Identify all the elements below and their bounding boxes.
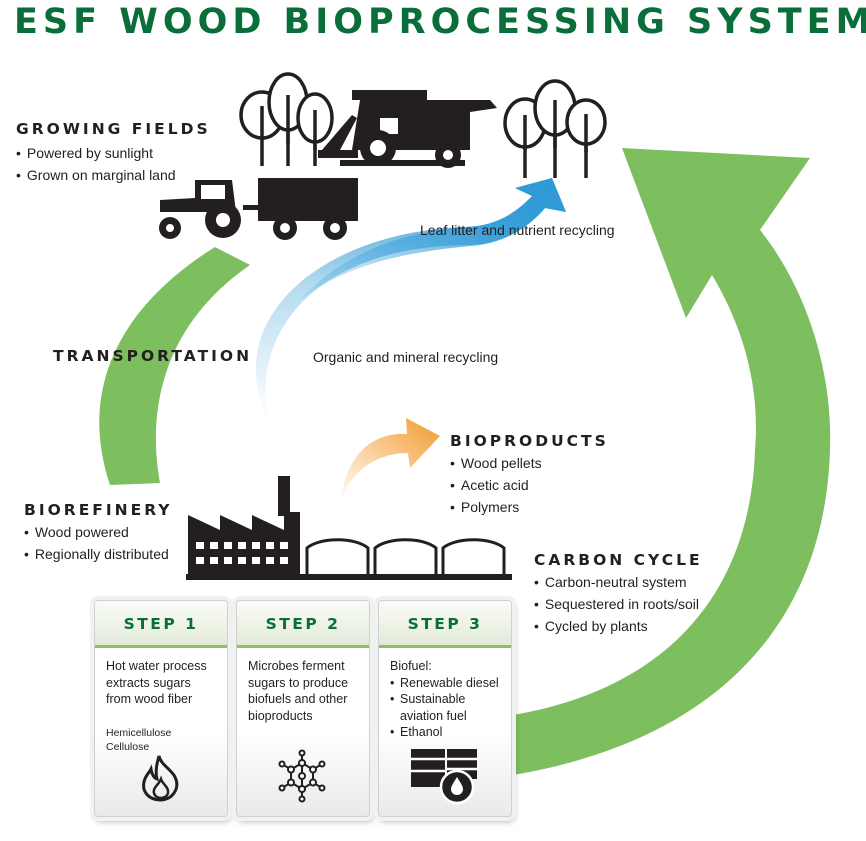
step-3-label: STEP 3 — [379, 601, 511, 648]
storage-tank-icon — [305, 538, 506, 575]
bioproducts-arrow — [340, 418, 440, 505]
list-item: Sustainable aviation fuel — [390, 691, 501, 724]
step-2-label: STEP 2 — [237, 601, 369, 648]
step-2-text: Microbes ferment sugars to produce biofu… — [248, 659, 349, 723]
tractor-trailer-icon — [159, 178, 358, 240]
list-item: Renewable diesel — [390, 675, 501, 692]
step-1-sublist: Hemicellulose Cellulose — [106, 726, 217, 754]
fire-icon — [142, 755, 179, 802]
step-3-card: STEP 3 Biofuel: Renewable diesel Sustain… — [378, 600, 512, 817]
transportation-heading: TRANSPORTATION — [53, 347, 253, 365]
fuel-barrel-icon — [411, 749, 477, 805]
bioproducts-heading: BIOPRODUCTS — [450, 432, 609, 450]
tree-icon — [503, 79, 607, 178]
carbon-cycle-arrow — [513, 148, 831, 775]
growing-fields-section: GROWING FIELDS Powered by sunlight Grown… — [16, 120, 211, 186]
transportation-arrow — [99, 247, 250, 485]
list-item: Hemicellulose — [106, 726, 172, 739]
growing-fields-heading: GROWING FIELDS — [16, 120, 211, 138]
growing-fields-list: Powered by sunlight Grown on marginal la… — [16, 142, 211, 186]
carbon-cycle-heading: CARBON CYCLE — [534, 551, 703, 569]
page-title: ESF WOOD BIOPROCESSING SYSTEM — [14, 2, 866, 42]
biorefinery-list: Wood powered Regionally distributed — [24, 521, 173, 565]
organic-mineral-note: Organic and mineral recycling — [313, 349, 499, 365]
list-item: Powered by sunlight — [16, 142, 211, 164]
list-item: Regionally distributed — [24, 543, 173, 565]
recycling-arrow-head — [300, 178, 566, 300]
carbon-cycle-section: CARBON CYCLE Carbon-neutral system Seque… — [534, 551, 703, 637]
list-item: Cellulose — [106, 740, 150, 753]
tree-icon — [239, 72, 334, 166]
ground-line — [186, 574, 512, 580]
bioproducts-section: BIOPRODUCTS Wood pellets Acetic acid Pol… — [450, 432, 609, 518]
molecule-icon — [278, 749, 326, 803]
list-item: Wood powered — [24, 521, 173, 543]
bioproducts-list: Wood pellets Acetic acid Polymers — [450, 452, 609, 518]
step-1-label: STEP 1 — [95, 601, 227, 648]
list-item: Sequestered in roots/soil — [534, 593, 703, 615]
step-3-text: Biofuel: — [390, 659, 432, 673]
step-1-text: Hot water process extracts sugars from w… — [106, 659, 207, 706]
list-item: Wood pellets — [450, 452, 609, 474]
carbon-cycle-list: Carbon-neutral system Sequestered in roo… — [534, 571, 703, 637]
combine-harvester-icon — [318, 90, 497, 168]
list-item: Grown on marginal land — [16, 164, 211, 186]
list-item: Carbon-neutral system — [534, 571, 703, 593]
list-item: Acetic acid — [450, 474, 609, 496]
step-1-card: STEP 1 Hot water process extracts sugars… — [94, 600, 228, 817]
list-item: Polymers — [450, 496, 609, 518]
biorefinery-heading: BIOREFINERY — [24, 501, 173, 519]
factory-windows — [196, 542, 288, 564]
list-item: Cycled by plants — [534, 615, 703, 637]
step-3-list: Renewable diesel Sustainable aviation fu… — [390, 675, 501, 741]
leaf-litter-note: Leaf litter and nutrient recycling — [420, 222, 615, 238]
list-item: Ethanol — [390, 724, 501, 741]
step-2-card: STEP 2 Microbes ferment sugars to produc… — [236, 600, 370, 817]
biorefinery-section: BIOREFINERY Wood powered Regionally dist… — [24, 501, 173, 565]
